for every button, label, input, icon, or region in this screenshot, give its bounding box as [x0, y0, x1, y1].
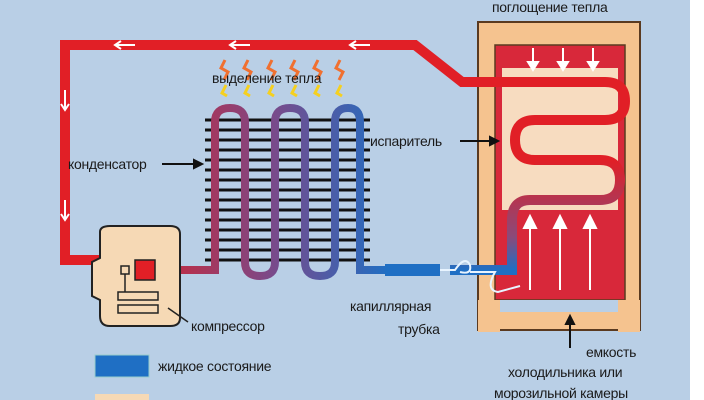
condenser-fins	[205, 118, 370, 262]
compressor	[91, 225, 189, 327]
label-heat-release: выделение тепла	[212, 70, 322, 86]
legend-label-liquid: жидкое состояние	[158, 358, 272, 374]
label-capillary-line2: трубка	[398, 321, 440, 337]
label-evaporator: испаритель	[370, 133, 442, 149]
label-container-line2: холодильника или	[508, 364, 623, 380]
label-condenser: конденсатор	[68, 156, 147, 172]
hot-gas-line	[60, 40, 631, 265]
label-container-line3: морозильной камеры	[494, 385, 628, 400]
label-heat-absorption: поглощение тепла	[492, 0, 608, 15]
pointer-arrows	[162, 135, 576, 348]
flow-arrows	[60, 40, 370, 222]
heat-release-arrows	[219, 59, 345, 98]
label-capillary-line1: капиллярная	[350, 298, 432, 314]
condenser-coil	[155, 103, 390, 281]
evaporator-coil	[450, 155, 626, 275]
heat-absorb-arrows	[522, 48, 600, 290]
label-container-line1: емкость	[586, 344, 637, 360]
label-compressor: компрессор	[191, 318, 265, 334]
legend-swatch-liquid	[94, 354, 150, 378]
capillary-tube	[385, 260, 521, 294]
legend-swatch-gas	[95, 394, 149, 400]
